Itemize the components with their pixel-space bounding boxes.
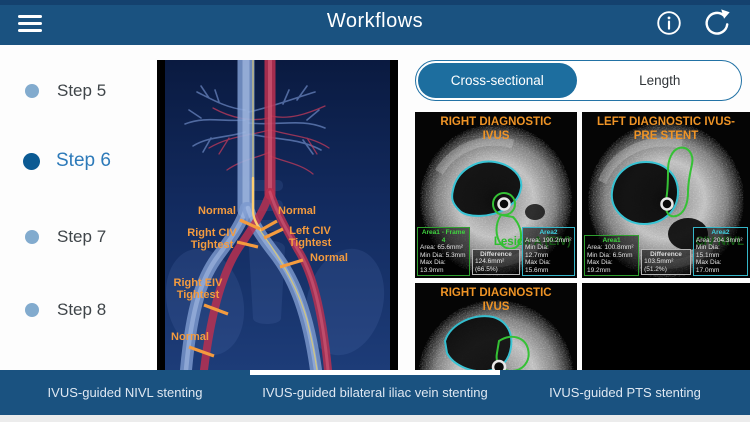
ivus-title: LEFT DIAGNOSTIC IVUS-PRE STENT (597, 116, 735, 143)
anatomy-label-right-eiv: Right EIV Tightest (173, 277, 223, 302)
step-dot (25, 84, 39, 98)
tab-ivus-guided-pts-stenting[interactable]: IVUS-guided PTS stenting (549, 385, 701, 400)
top-bar-shade (0, 0, 750, 5)
step-dot (25, 230, 39, 244)
anatomy-label-normal-bottom: Normal (171, 331, 209, 343)
menu-icon[interactable] (18, 11, 44, 33)
sidebar-item-step-8[interactable]: Step 8 (0, 295, 157, 325)
ivus-title: RIGHT DIAGNOSTIC IVUS (440, 287, 552, 314)
ivus-image-right-diagnostic-2[interactable]: RIGHT DIAGNOSTIC IVUS (415, 283, 577, 370)
area1-box: Area1 Area: 100.8mm² Min Dia: 6.5mm Max … (584, 234, 640, 276)
tab-ivus-guided-bilateral-iliac-vein-stenting[interactable]: IVUS-guided bilateral iliac vein stentin… (262, 385, 488, 400)
anatomy-label-left-civ: Left CIV Tightest (288, 225, 332, 250)
ivus-title: RIGHT DIAGNOSTIC IVUS (440, 116, 552, 143)
ivus-image-left-diagnostic-pre-stent[interactable]: LEFT DIAGNOSTIC IVUS-PRE STENT CIV NIVL … (582, 112, 750, 278)
anatomy-label-right-civ: Right CIV Tightest (187, 227, 237, 252)
anatomy-label-normal-right-lower: Normal (310, 252, 348, 264)
measurement-row: Area1 - Frame 4 Area: 65.6mm² Min Dia: 5… (417, 227, 575, 276)
step-label: Step 8 (57, 300, 107, 319)
page-title: Workflows (326, 10, 424, 32)
ivus-image-empty[interactable] (582, 283, 750, 370)
difference-box: Difference 124.6mm² (66.5%) (472, 248, 520, 275)
area1-box: Area1 - Frame 4 Area: 65.6mm² Min Dia: 5… (417, 227, 471, 276)
toggle-length[interactable]: Length (639, 73, 681, 88)
bottom-strip (0, 415, 750, 422)
sidebar-item-step-5[interactable]: Step 5 (0, 76, 157, 106)
step-label: Step 6 (56, 150, 111, 171)
area2-box: Area2 Area: 204.3mm² Min Dia: 15.1mm Max… (692, 227, 749, 276)
sidebar-item-step-6[interactable]: Step 6 (0, 146, 157, 176)
top-bar: Workflows (0, 0, 750, 45)
step-dot-active (23, 152, 40, 170)
ivus-image-right-diagnostic[interactable]: RIGHT DIAGNOSTIC IVUS Lesion A (EIV) Are… (415, 112, 577, 278)
sidebar-item-step-7[interactable]: Step 7 (0, 222, 157, 252)
anatomy-label-normal-right: Normal (278, 205, 316, 217)
area2-box: Area2 Area: 190.2mm² Min Dia: 12.7mm Max… (521, 227, 575, 276)
anatomy-artwork (157, 60, 398, 370)
steps-sidebar: Step 5 Step 6 Step 7 Step 8 (0, 45, 157, 370)
vascular-anatomy-illustration: Normal Normal Right CIV Tightest Left CI… (157, 60, 398, 370)
selected-tab-indicator (250, 370, 500, 375)
ivus-grid: RIGHT DIAGNOSTIC IVUS Lesion A (EIV) Are… (415, 112, 750, 370)
info-icon[interactable] (654, 8, 684, 38)
step-label: Step 7 (57, 227, 107, 246)
view-toggle: Cross-sectional Length (415, 60, 742, 101)
anatomy-label-normal-left: Normal (198, 205, 236, 217)
refresh-icon[interactable] (702, 8, 732, 38)
measurement-row: Area1 Area: 100.8mm² Min Dia: 6.5mm Max … (584, 227, 749, 276)
tab-ivus-guided-nivl-stenting[interactable]: IVUS-guided NIVL stenting (47, 385, 203, 400)
difference-box: Difference 103.5mm² (51.2%) (641, 248, 691, 275)
workflow-tab-bar: IVUS-guided NIVL stenting IVUS-guided bi… (0, 370, 750, 415)
step-label: Step 5 (57, 81, 107, 100)
toggle-cross-sectional[interactable]: Cross-sectional (418, 63, 577, 98)
step-dot (25, 303, 39, 317)
ivus-panel: Cross-sectional Length (415, 45, 750, 370)
